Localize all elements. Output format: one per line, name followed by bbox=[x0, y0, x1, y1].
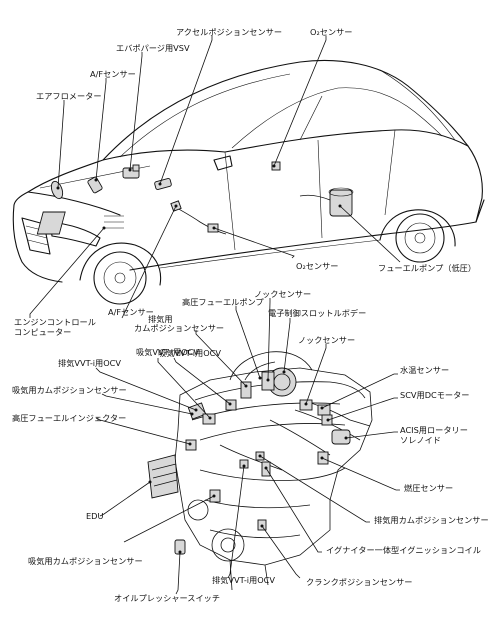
ecu-part bbox=[36, 211, 66, 235]
label-ecu-line1: エンジンコントロール bbox=[14, 317, 96, 327]
accel-pos-part bbox=[154, 178, 172, 190]
label-acis-line2: ソレノイド bbox=[400, 435, 441, 445]
label-hp-injector: 高圧フューエルインジェクター bbox=[12, 413, 127, 423]
label-air-flow-meter: エアフロメーター bbox=[36, 91, 102, 101]
fuel-line bbox=[299, 194, 331, 201]
af-sensor-part bbox=[87, 176, 103, 194]
label-knock-sensor-right: ノックセンサー bbox=[298, 335, 356, 345]
label-fuel-pressure-sensor: 燃圧センサー bbox=[404, 483, 454, 493]
label-edu: EDU bbox=[86, 511, 104, 521]
label-electronic-throttle-body: 電子制御スロットルボデー bbox=[268, 308, 367, 318]
label-intake-cam-bottom: 吸気用カムポジションセンサー bbox=[28, 556, 143, 566]
label-o2-sensor-bottom: O₂センサー bbox=[296, 261, 339, 271]
leader-lines bbox=[29, 36, 401, 595]
ecu-fins bbox=[104, 215, 124, 229]
label-accel-position-sensor: アクセルポジションセンサー bbox=[176, 27, 283, 37]
label-evap-purge-vsv: エバポパージ用VSV bbox=[116, 43, 190, 53]
air-flow-meter-part bbox=[50, 180, 64, 200]
vsv-part-b bbox=[132, 164, 140, 172]
label-exh-cam-line2: カムポジションセンサー bbox=[134, 323, 225, 333]
label-exh-vvt-ocv-top: 排気VVT-i用OCV bbox=[58, 358, 122, 368]
label-intake-vvt-ocv-a: 吸気VVT-i用OCV bbox=[136, 347, 200, 357]
label-crank-position-sensor: クランクポジションセンサー bbox=[306, 577, 413, 587]
label-intake-cam-top: 吸気用カムポジションセンサー bbox=[12, 385, 127, 395]
car-components bbox=[36, 161, 354, 235]
label-o2-sensor-top: O₂センサー bbox=[310, 27, 353, 37]
label-exh-vvt-ocv-bottom: 排気VVT-i用OCV bbox=[212, 575, 276, 585]
label-exh-cam-line1: 排気用 bbox=[148, 314, 173, 324]
label-knock-sensor-top: ノックセンサー bbox=[254, 289, 312, 299]
label-fuel-pump: フューエルポンプ（低圧） bbox=[378, 263, 477, 273]
water-temp-part bbox=[317, 404, 331, 416]
label-intake-vvt-ocv-b: 吸気VVT-i用OCV bbox=[158, 348, 222, 358]
car-illustration bbox=[12, 59, 485, 305]
fuel-pump-top bbox=[328, 187, 354, 197]
exh-cam-part-2 bbox=[240, 381, 252, 399]
edu-box bbox=[147, 454, 179, 499]
label-oil-pressure-switch: オイルプレッシャースイッチ bbox=[114, 593, 221, 603]
label-af-sensor-top: A/Fセンサー bbox=[90, 69, 136, 79]
label-water-temp-sensor: 水温センサー bbox=[400, 365, 450, 375]
label-acis-line1: ACIS用ロータリー bbox=[400, 425, 468, 435]
label-ignition-coil: イグナイター一体型イグニッションコイル bbox=[326, 545, 481, 555]
label-hp-fuel-pump: 高圧フューエルポンプ bbox=[182, 297, 264, 307]
label-ecu-line2: コンピューター bbox=[14, 327, 72, 337]
label-exh-cam-right: 排気用カムポジションセンサー bbox=[374, 515, 489, 525]
fuel-pump-part bbox=[329, 189, 353, 217]
label-af-sensor-bottom: A/Fセンサー bbox=[108, 307, 154, 317]
label-scv-motor: SCV用DCモーター bbox=[400, 390, 470, 400]
acis-part bbox=[331, 429, 351, 445]
